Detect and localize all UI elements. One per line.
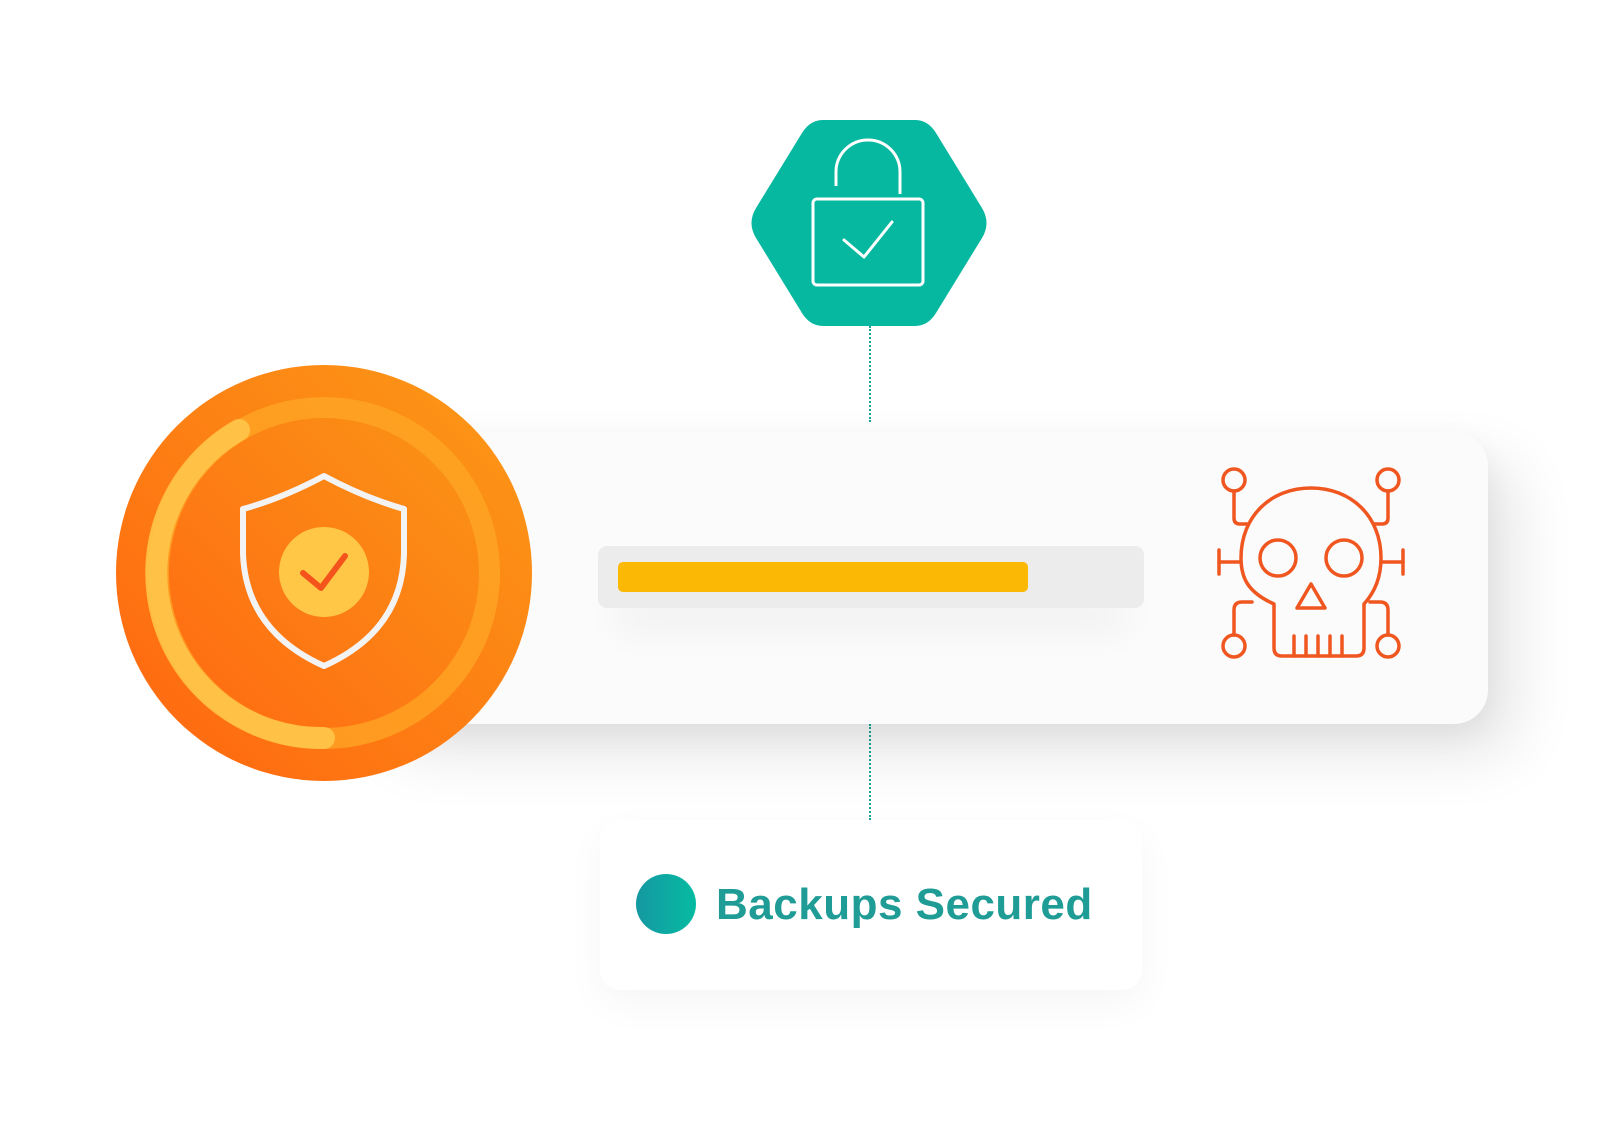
skull-virus-icon [1212,464,1410,662]
lock-badge [750,118,988,328]
status-label: Backups Secured [716,880,1093,929]
lock-check-icon [751,120,987,326]
status-dot-icon [636,874,696,934]
connector-line-bottom [869,724,871,820]
backup-progress-bar [598,546,1144,608]
backup-progress-fill [618,562,1028,592]
connector-line-top [869,326,871,422]
shield-status-circle [115,364,533,782]
status-panel: Backups Secured [600,820,1142,990]
shield-check-icon [240,473,407,669]
